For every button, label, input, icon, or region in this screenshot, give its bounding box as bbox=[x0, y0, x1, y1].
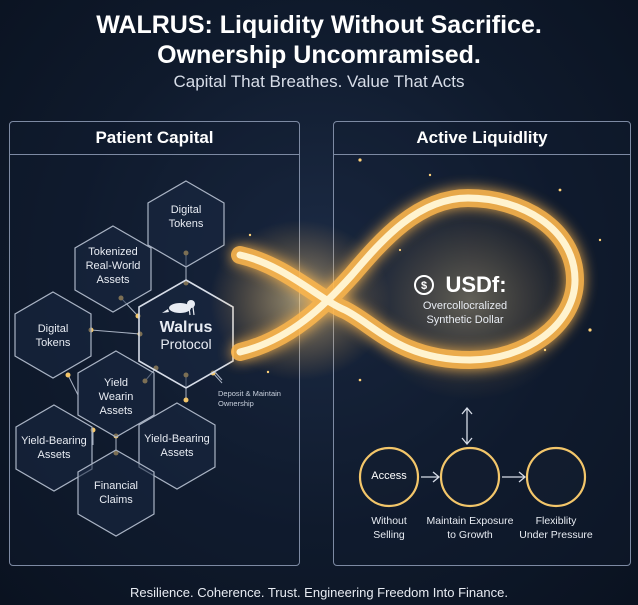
hex-label-walrus-protocol: Walrus Protocol bbox=[141, 319, 231, 353]
arrow-right-icon bbox=[421, 472, 439, 482]
circle-maintain-exposure bbox=[441, 448, 499, 506]
footer-tagline: Resilience. Coherence. Trust. Engineerin… bbox=[0, 585, 638, 600]
vertical-double-arrow-icon bbox=[462, 408, 472, 444]
circle-flexibility bbox=[527, 448, 585, 506]
circle-access-label: Access bbox=[359, 470, 419, 482]
usdf-title: USDf: bbox=[405, 272, 525, 298]
arrow-right-icon bbox=[502, 472, 525, 482]
